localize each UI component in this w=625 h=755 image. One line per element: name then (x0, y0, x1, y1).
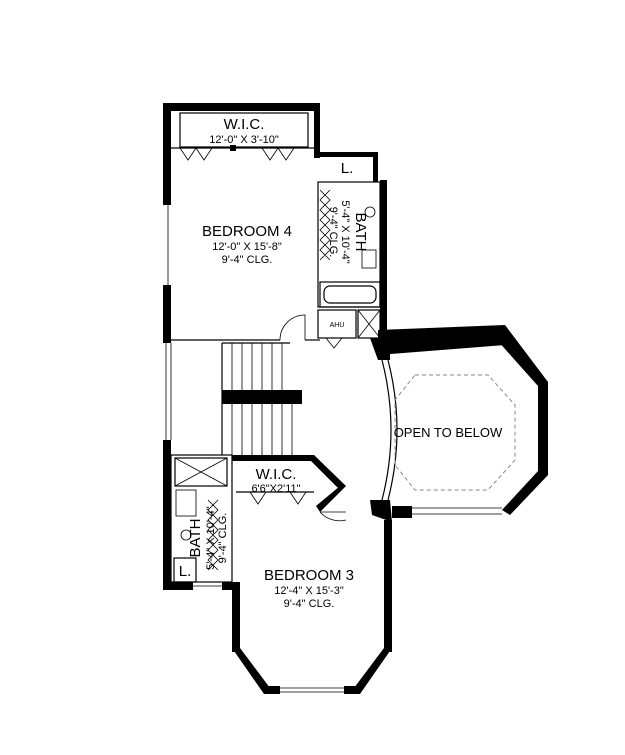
bedroom3-dims: 12'-4" X 15'-3" (274, 585, 344, 597)
interior-lines (165, 112, 516, 693)
bath-bottom-ceiling: 9'-4" CLG. (217, 513, 229, 564)
room-label-bedroom-3: BEDROOM 3 12'-4" X 15'-3" 9'-4" CLG. (264, 567, 354, 610)
bath-top-dims: 5'-4" X 10'-4" (339, 200, 351, 263)
bath-top-name: BATH (352, 213, 369, 252)
room-label-bedroom-4: BEDROOM 4 12'-0" X 15'-8" 9'-4" CLG. (202, 223, 292, 266)
bath-bottom-dims: 5'-4" X 10'-4" (205, 506, 217, 569)
exterior-walls (163, 103, 548, 694)
open-below-label: OPEN TO BELOW (394, 425, 503, 440)
bath-bottom-name: BATH (187, 519, 204, 558)
room-label-wic-top: W.I.C. 12'-0" X 3'-10" (209, 116, 279, 146)
bedroom3-name: BEDROOM 3 (264, 567, 354, 584)
room-label-wic-bottom: W.I.C. 6'6"X2'11" (251, 466, 300, 495)
wic-top-name: W.I.C. (224, 116, 265, 133)
bedroom3-ceiling: 9'-4" CLG. (284, 598, 335, 610)
room-label-bath-bottom: BATH 5'-4" X 10'-4" 9'-4" CLG. (187, 506, 229, 569)
bedroom4-dims: 12'-0" X 15'-8" (212, 241, 282, 253)
stair-treads (231, 343, 293, 455)
wic-bottom-name: W.I.C. (256, 466, 297, 483)
bedroom4-name: BEDROOM 4 (202, 223, 292, 240)
wic-bottom-dims: 6'6"X2'11" (251, 483, 300, 495)
ahu-label: AHU (330, 322, 345, 329)
room-label-bath-top: BATH 5'-4" X 10'-4" 9'-4" CLG. (327, 200, 369, 263)
bath-top-ceiling: 9'-4" CLG. (327, 207, 339, 258)
laundry-bottom-label: L. (179, 563, 192, 580)
wic-top-dims: 12'-0" X 3'-10" (209, 134, 279, 146)
laundry-top-label: L. (341, 160, 354, 177)
bedroom4-ceiling: 9'-4" CLG. (222, 254, 273, 266)
